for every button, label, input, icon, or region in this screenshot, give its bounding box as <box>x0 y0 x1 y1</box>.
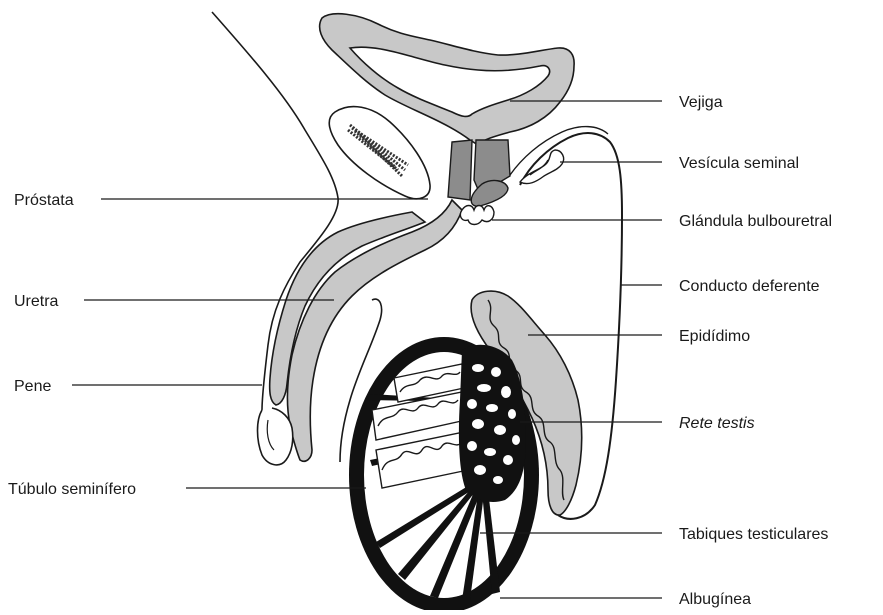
label-rete-testis: Rete testis <box>679 415 755 432</box>
label-vesicula-seminal: Vesícula seminal <box>679 155 799 172</box>
label-conducto-deferente: Conducto deferente <box>679 278 820 295</box>
label-glandula-bulbouretral: Glándula bulbouretral <box>679 213 832 230</box>
label-vejiga: Vejiga <box>679 94 723 111</box>
bulbourethral-gland <box>460 206 494 225</box>
label-uretra: Uretra <box>14 293 59 310</box>
pubic-bone <box>329 107 430 199</box>
glans <box>258 408 293 465</box>
label-albuginea: Albugínea <box>679 591 751 608</box>
prostate-left <box>448 140 472 200</box>
label-tubulo-seminifero: Túbulo seminífero <box>8 481 136 498</box>
label-tabiques-testiculares: Tabiques testiculares <box>679 526 828 543</box>
label-prostata: Próstata <box>14 192 74 209</box>
label-pene: Pene <box>14 378 51 395</box>
label-epididimo: Epidídimo <box>679 328 750 345</box>
